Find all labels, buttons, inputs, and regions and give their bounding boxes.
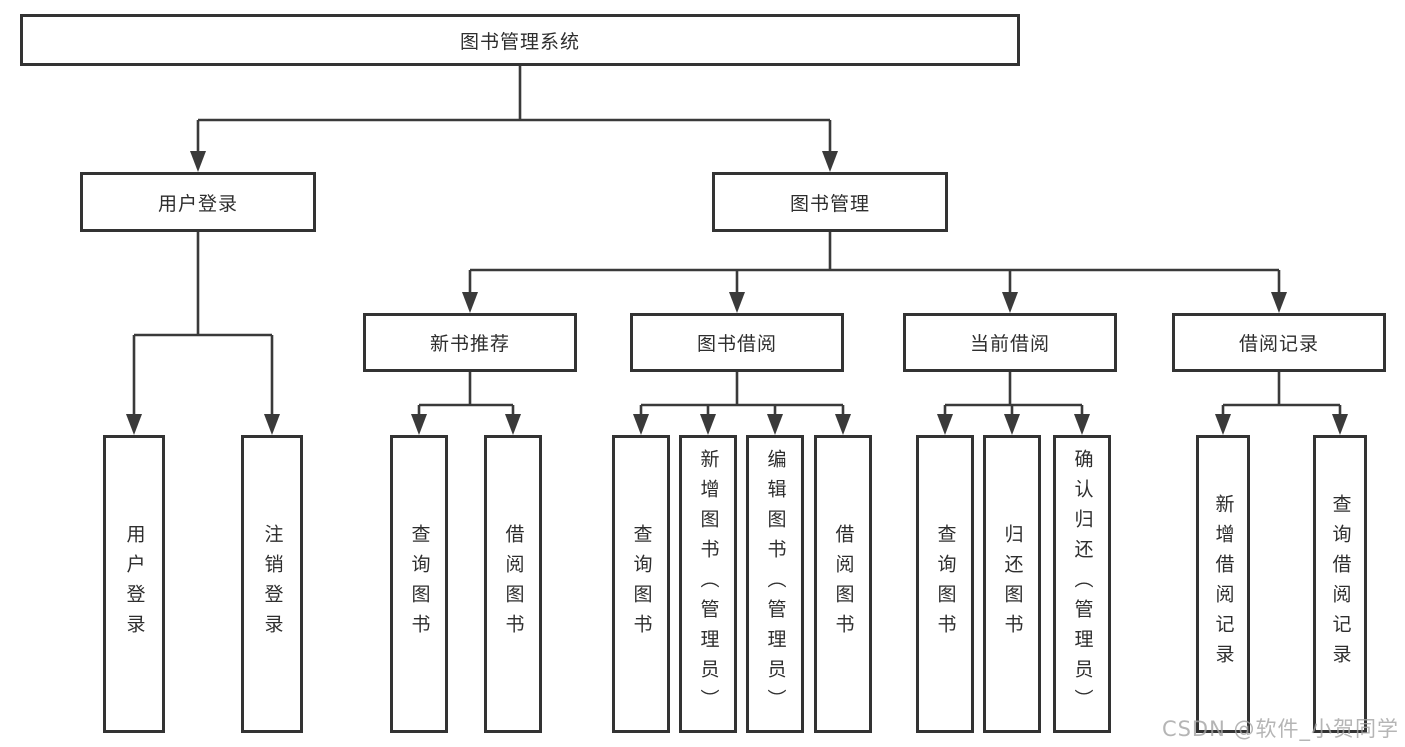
leaf-edit-books-admin: 编辑图书（管理员） bbox=[746, 435, 804, 733]
leaf-query-borrow-record: 查询借阅记录 bbox=[1313, 435, 1367, 733]
leaf-borrow-books-label: 借阅图书 bbox=[832, 524, 855, 644]
node-root-library-management-system: 图书管理系统 bbox=[20, 14, 1020, 66]
leaf-add-books-admin-label: 新增图书（管理员） bbox=[697, 449, 720, 719]
node-book-management: 图书管理 bbox=[712, 172, 948, 232]
leaf-edit-books-admin-label: 编辑图书（管理员） bbox=[764, 449, 787, 719]
leaf-user-login-label: 用户登录 bbox=[123, 524, 146, 644]
csdn-watermark: CSDN @软件_小贺同学 bbox=[1161, 717, 1399, 741]
leaf-add-borrow-record: 新增借阅记录 bbox=[1196, 435, 1250, 733]
leaf-confirm-return-admin-label: 确认归还（管理员） bbox=[1071, 449, 1094, 719]
leaf-borrow-books-recommend: 借阅图书 bbox=[484, 435, 542, 733]
node-new-book-recommend: 新书推荐 bbox=[363, 313, 577, 372]
leaf-query-books-current-label: 查询图书 bbox=[934, 524, 957, 644]
leaf-query-borrow-record-label: 查询借阅记录 bbox=[1329, 494, 1352, 674]
leaf-logout-label: 注销登录 bbox=[261, 524, 284, 644]
node-current-borrowing: 当前借阅 bbox=[903, 313, 1117, 372]
leaf-confirm-return-admin: 确认归还（管理员） bbox=[1053, 435, 1111, 733]
leaf-borrow-books: 借阅图书 bbox=[814, 435, 872, 733]
leaf-logout: 注销登录 bbox=[241, 435, 303, 733]
node-user-login: 用户登录 bbox=[80, 172, 316, 232]
leaf-query-books-borrowing: 查询图书 bbox=[612, 435, 670, 733]
leaf-return-books: 归还图书 bbox=[983, 435, 1041, 733]
leaf-query-books-current: 查询图书 bbox=[916, 435, 974, 733]
node-book-borrowing: 图书借阅 bbox=[630, 313, 844, 372]
leaf-return-books-label: 归还图书 bbox=[1001, 524, 1024, 644]
node-borrow-records: 借阅记录 bbox=[1172, 313, 1386, 372]
leaf-query-books-recommend: 查询图书 bbox=[390, 435, 448, 733]
leaf-add-borrow-record-label: 新增借阅记录 bbox=[1212, 494, 1235, 674]
leaf-add-books-admin: 新增图书（管理员） bbox=[679, 435, 737, 733]
leaf-query-books-recommend-label: 查询图书 bbox=[408, 524, 431, 644]
leaf-borrow-books-recommend-label: 借阅图书 bbox=[502, 524, 525, 644]
leaf-user-login: 用户登录 bbox=[103, 435, 165, 733]
leaf-query-books-borrowing-label: 查询图书 bbox=[630, 524, 653, 644]
